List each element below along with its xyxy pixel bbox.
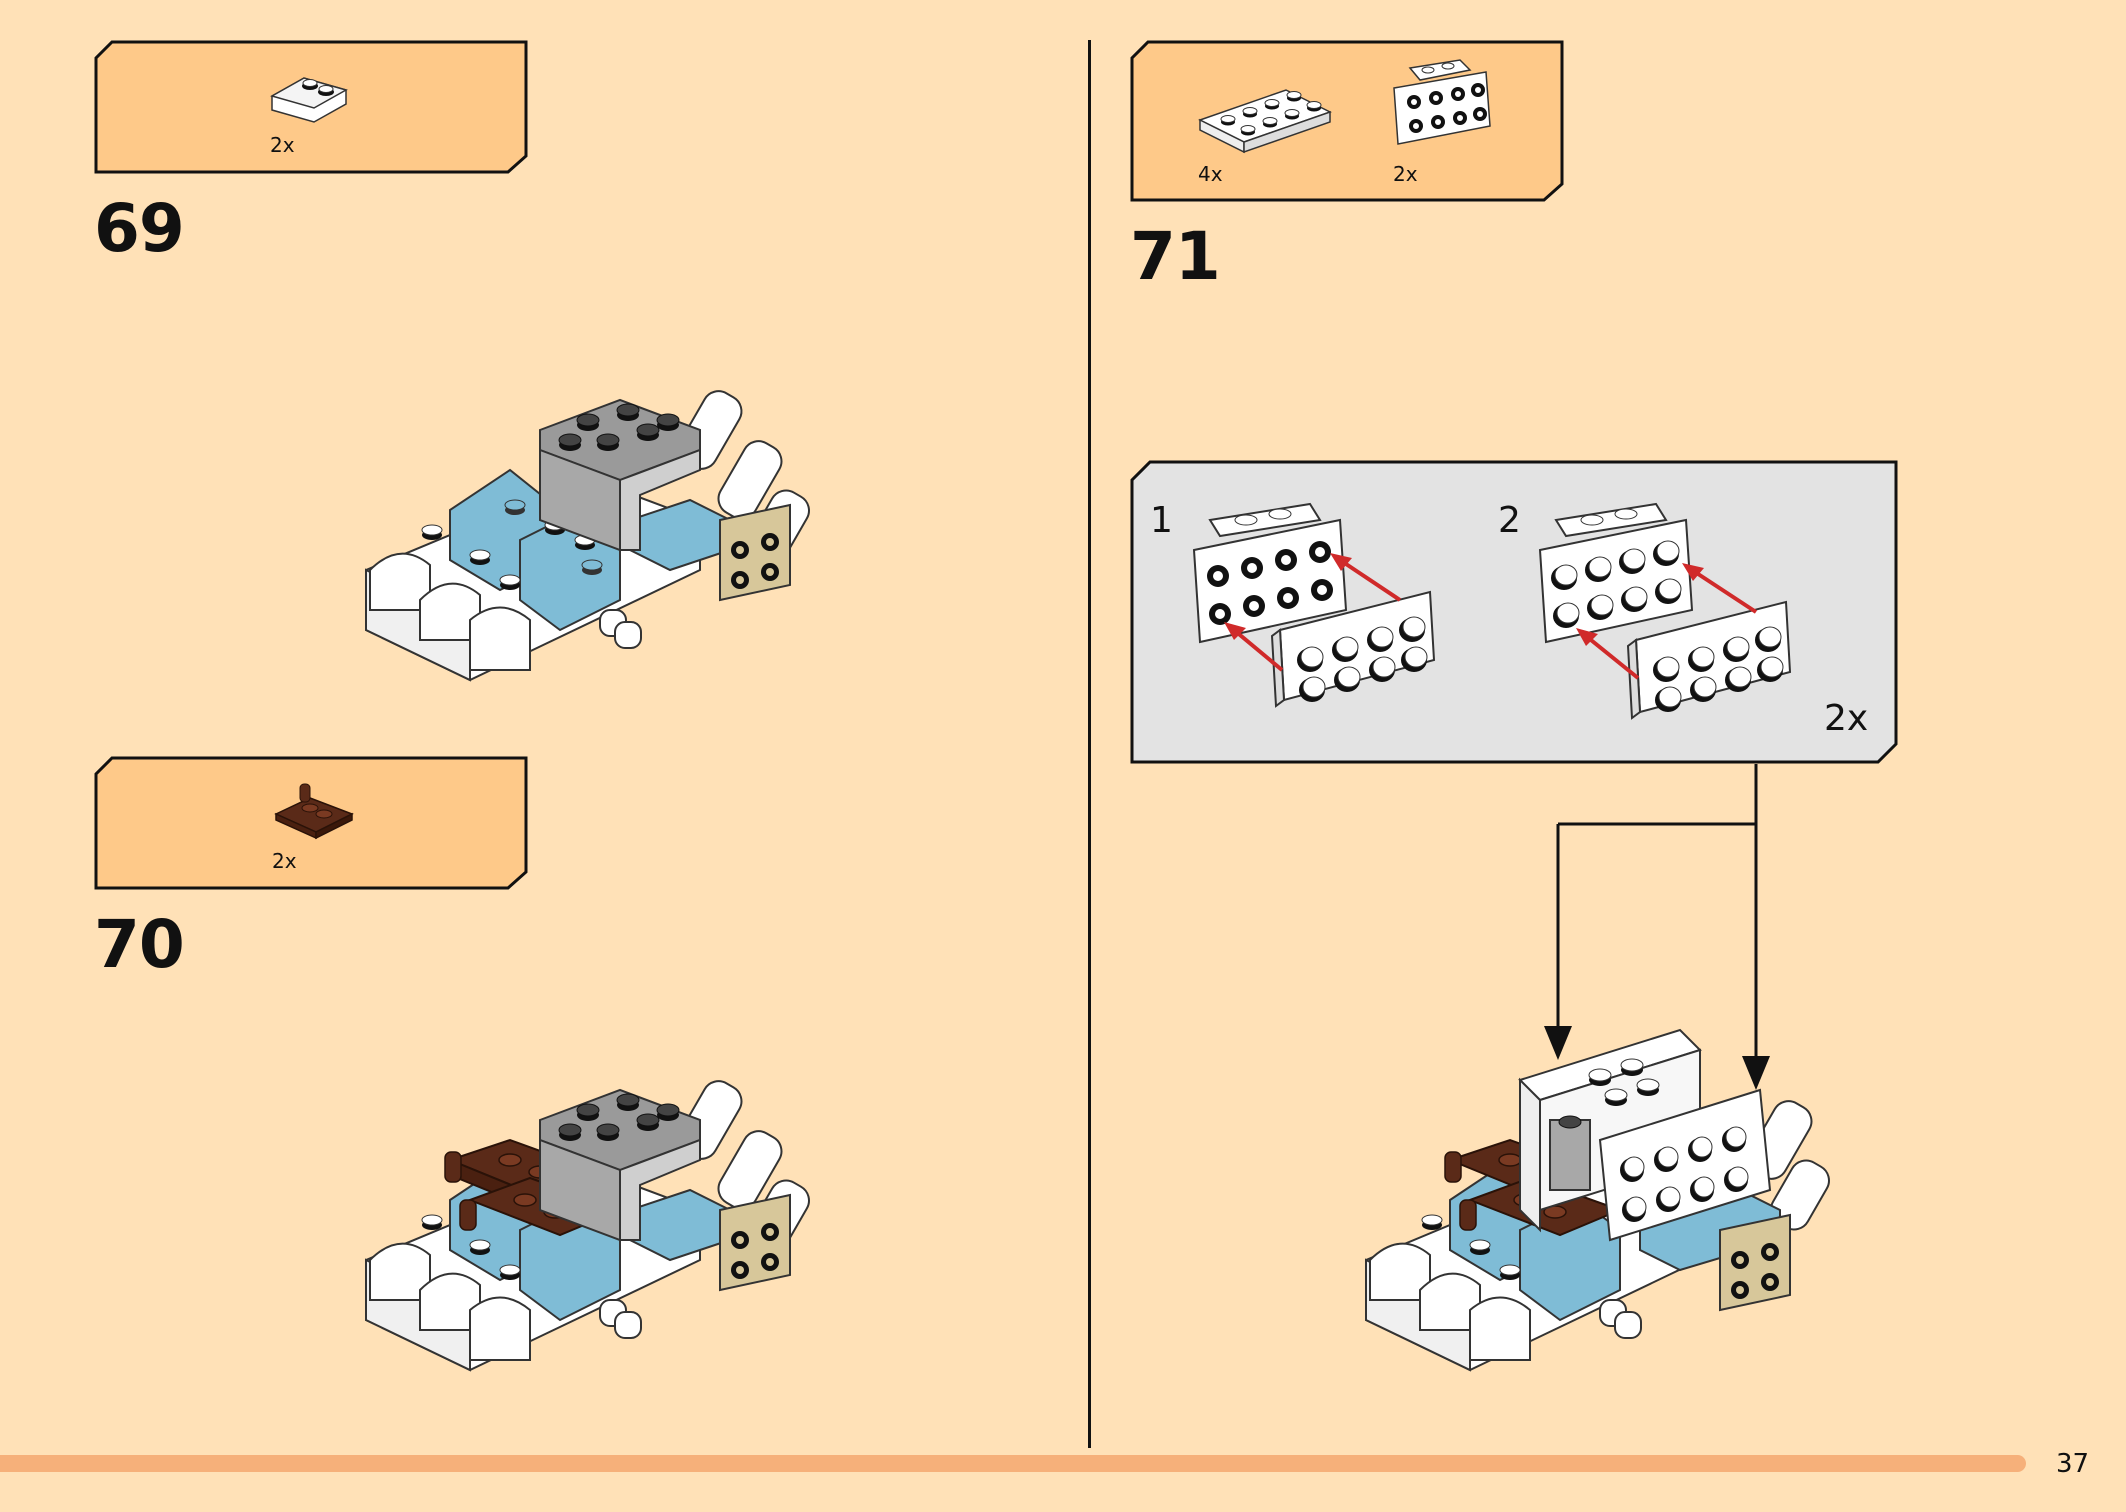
brown-plate-with-bar-icon [274,783,354,840]
page-divider [1088,40,1091,1448]
sub-assembly-connector-arrows [1544,764,1770,1090]
white-plate-2x4-icon [1198,89,1332,154]
step-number-69: 69 [94,190,185,267]
sub-step-number-2: 2 [1498,500,1521,541]
build-model-step-70 [365,1080,810,1372]
sub-step-2-illustration [1538,502,1792,720]
page-number: 37 [2056,1449,2090,1479]
sub-step-number-1: 1 [1150,500,1173,541]
parts-box-step-69: 2x [94,40,528,174]
part-quantity: 2x [1393,162,1418,186]
build-model-step-69 [365,390,810,682]
part-quantity: 2x [272,849,297,873]
part-quantity: 4x [1198,162,1223,186]
footer-bar [0,1455,2026,1472]
sub-step-1-illustration [1192,502,1436,708]
sub-assembly-callout: 1 2 2x [1130,460,1898,764]
white-bracket-plate-icon [1393,59,1491,145]
build-model-step-71 [1365,1028,1830,1372]
sub-assembly-multiplier: 2x [1824,698,1869,739]
parts-box-step-70: 2x [94,756,528,890]
white-slope-brick-icon [270,77,348,123]
parts-box-step-71: 4x 2x [1130,40,1564,202]
step-number-70: 70 [94,906,185,983]
part-quantity: 2x [270,133,295,157]
step-number-71: 71 [1130,218,1221,295]
